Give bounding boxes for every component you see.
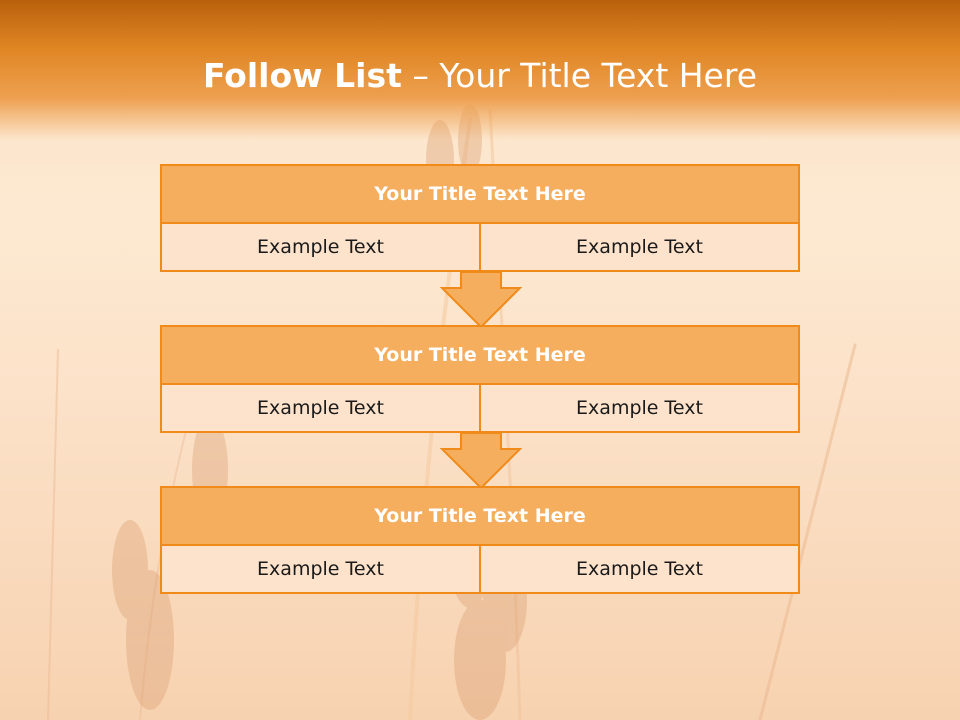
slide-title-rest: – Your Title Text Here bbox=[412, 56, 758, 95]
list-block-2: Your Title Text Here Example Text Exampl… bbox=[160, 325, 800, 433]
list-block-1: Your Title Text Here Example Text Exampl… bbox=[160, 164, 800, 272]
block-title: Your Title Text Here bbox=[162, 166, 798, 222]
block-cell-left: Example Text bbox=[162, 224, 479, 270]
slide-title-bold: Follow List bbox=[202, 56, 402, 95]
list-block-3: Your Title Text Here Example Text Exampl… bbox=[160, 486, 800, 594]
block-row: Example Text Example Text bbox=[162, 546, 798, 592]
block-title: Your Title Text Here bbox=[162, 327, 798, 383]
block-cell-right: Example Text bbox=[481, 224, 798, 270]
block-row: Example Text Example Text bbox=[162, 385, 798, 431]
block-row: Example Text Example Text bbox=[162, 224, 798, 270]
down-arrow-icon bbox=[440, 271, 522, 329]
block-cell-right: Example Text bbox=[481, 546, 798, 592]
slide-title: Follow List – Your Title Text Here bbox=[0, 54, 960, 98]
block-cell-right: Example Text bbox=[481, 385, 798, 431]
header-band bbox=[0, 0, 960, 140]
block-title: Your Title Text Here bbox=[162, 488, 798, 544]
block-cell-left: Example Text bbox=[162, 546, 479, 592]
down-arrow-icon bbox=[440, 432, 522, 490]
block-cell-left: Example Text bbox=[162, 385, 479, 431]
